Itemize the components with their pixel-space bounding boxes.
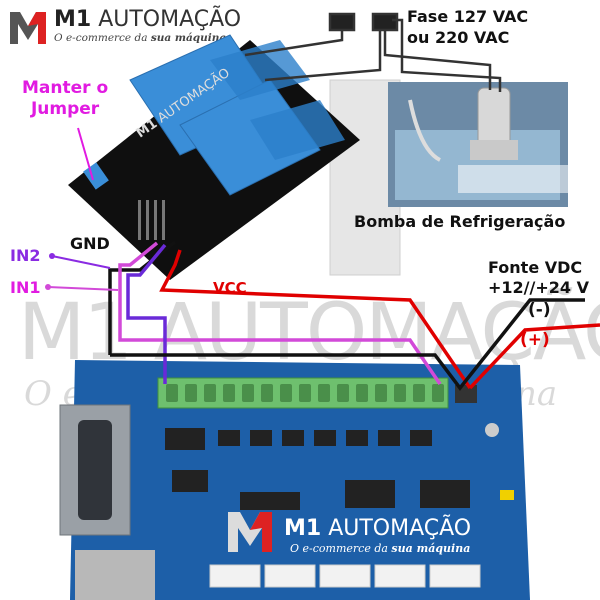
vcc-label: VCC: [213, 279, 247, 297]
breakout-board: [59, 360, 530, 600]
ac-supply-label: Fase 127 VAC ou 220 VAC: [407, 6, 528, 48]
psu-negative-wire: [110, 298, 585, 391]
relay-module: M1 AUTOMAÇÃO: [68, 34, 360, 280]
psu-positive-wire: [468, 323, 600, 390]
brand-name-rest: AUTOMAÇÃO: [98, 6, 242, 32]
brand-name-bold: M1: [54, 6, 92, 32]
in1-wire: [118, 241, 442, 385]
pump-label: Bomba de Refrigeração: [354, 212, 566, 231]
jumper-label-line1: Manter o: [22, 78, 109, 98]
coolant-pump-photo: [329, 79, 568, 276]
negative-label: (-): [528, 300, 551, 320]
jumper-label-line2: Jumper: [30, 99, 100, 119]
jumper-pointer: [77, 127, 94, 181]
brand-tagline-bold: sua máquina: [150, 31, 227, 44]
gnd-label: GND: [70, 234, 110, 253]
in2-pointer: [51, 255, 111, 269]
in2-label: IN2: [10, 246, 41, 265]
ac-label-line2: ou 220 VAC: [407, 28, 510, 47]
ac-label-line1: Fase 127 VAC: [407, 7, 529, 26]
in1-pointer: [47, 286, 119, 291]
brand-logo: M1 AUTOMAÇÃO O e-commerce da sua máquina: [8, 6, 241, 46]
in2-wire: [126, 243, 167, 384]
ac-wires: [244, 12, 502, 92]
psu-label-line1: Fonte VDC: [488, 258, 583, 277]
brand-tagline-pre: O e-commerce da: [54, 31, 148, 44]
board-logo-tagline: O e-commerce da sua máquina: [290, 542, 470, 555]
m1-logo-icon: [10, 12, 46, 44]
positive-label: (+): [520, 330, 550, 350]
psu-label: Fonte VDC +12//+24 V: [488, 258, 589, 298]
board-logo-name: M1 AUTOMAÇÃO: [284, 514, 471, 541]
jumper-label: Manter o Jumper: [22, 78, 108, 120]
board-logo: [228, 512, 272, 552]
vcc-wire: [159, 249, 472, 389]
in1-label: IN1: [10, 278, 41, 297]
psu-label-line2: +12//+24 V: [488, 278, 589, 297]
